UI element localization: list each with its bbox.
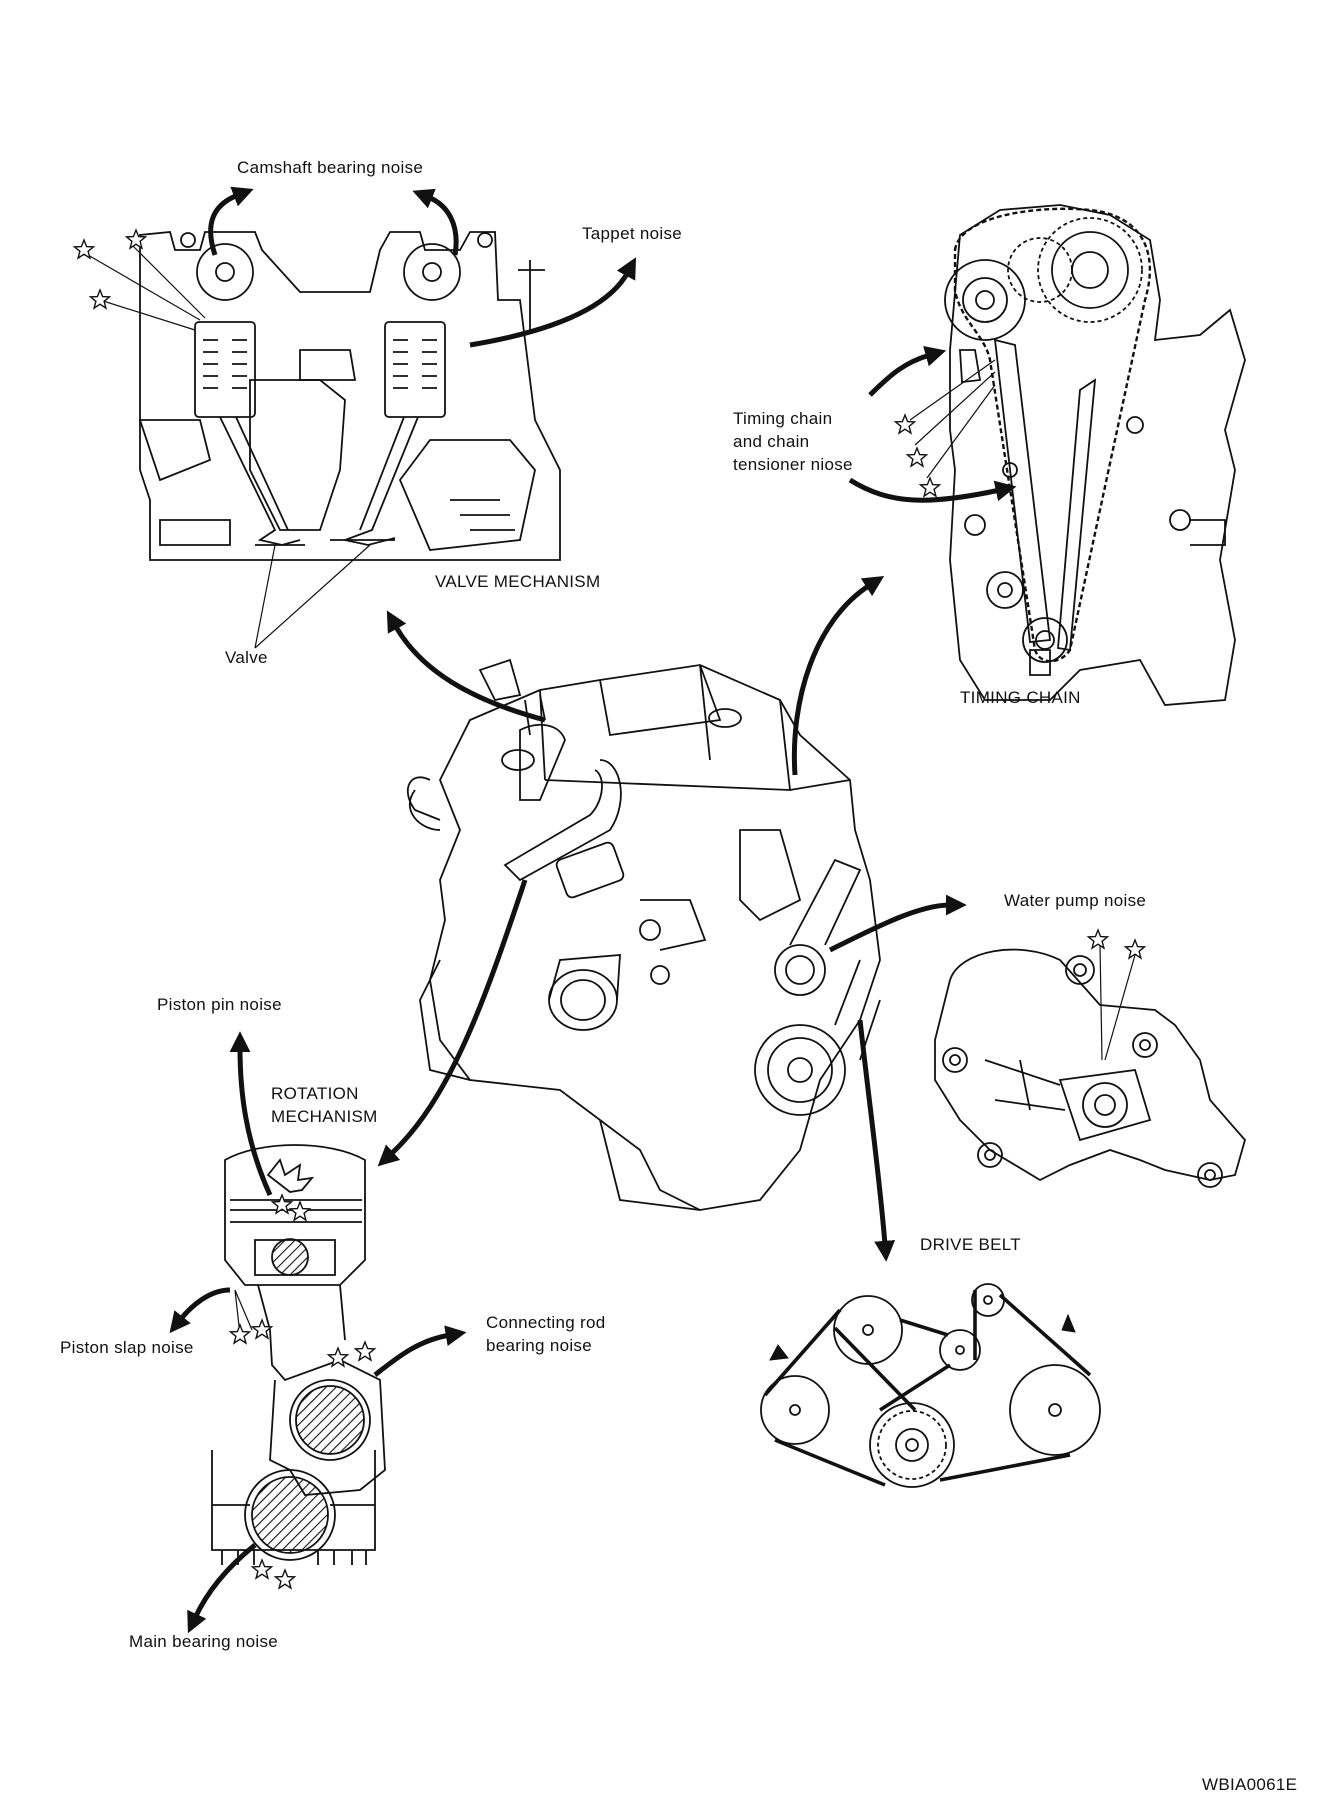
tappet-noise-label: Tappet noise <box>582 224 683 243</box>
valve-mechanism-illustration <box>87 231 561 649</box>
valve-label: Valve <box>225 648 268 667</box>
camshaft-noise-stars <box>73 229 147 309</box>
timing-chain-arrows <box>848 346 1017 503</box>
water-pump-noise-stars <box>1087 929 1146 959</box>
camshaft-bearing-noise-label: Camshaft bearing noise <box>237 158 424 177</box>
timing-chain-label: TIMING CHAIN <box>960 688 1081 707</box>
rotation-mechanism-illustration <box>211 1144 386 1565</box>
valve-mechanism-label: VALVE MECHANISM <box>435 572 601 591</box>
valve-arrows <box>208 186 637 348</box>
timing-chain-noise-stars <box>894 414 941 497</box>
water-pump-illustration <box>934 944 1246 1188</box>
timing-chain-noise-label: Timing chain and chain tensioner niose <box>733 409 853 474</box>
engine-callout-arrows <box>377 575 967 1262</box>
rotation-arrows <box>169 1031 467 1634</box>
figure-code: WBIA0061E <box>1202 1775 1298 1794</box>
rotation-mechanism-label: ROTATION MECHANISM <box>271 1084 378 1126</box>
drive-belt-illustration <box>760 1283 1101 1488</box>
water-pump-noise-label: Water pump noise <box>1004 891 1147 910</box>
piston-slap-noise-label: Piston slap noise <box>60 1338 194 1357</box>
piston-pin-noise-label: Piston pin noise <box>157 995 282 1014</box>
connecting-rod-bearing-noise-label: Connecting rod bearing noise <box>486 1313 606 1355</box>
timing-chain-illustration <box>909 204 1246 706</box>
main-bearing-noise-label: Main bearing noise <box>129 1632 279 1651</box>
drive-belt-label: DRIVE BELT <box>920 1235 1021 1254</box>
engine-illustration <box>406 658 881 1211</box>
